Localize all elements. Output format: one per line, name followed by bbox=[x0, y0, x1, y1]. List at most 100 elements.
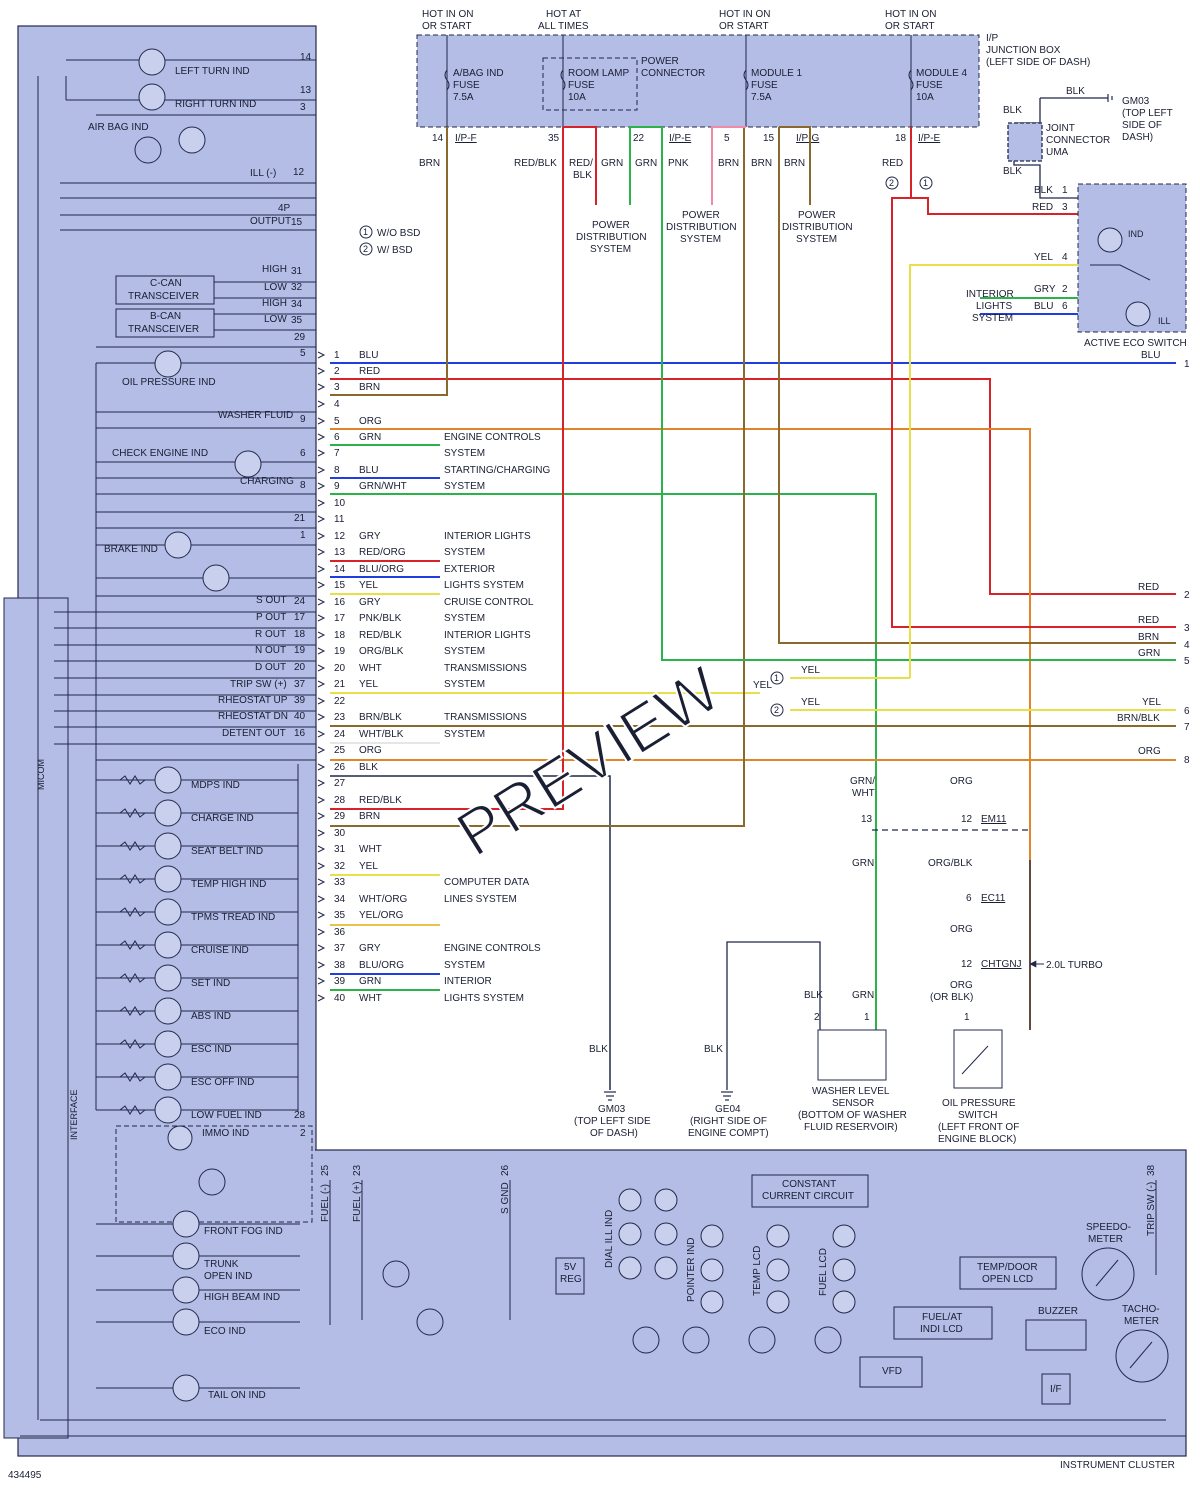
connector-system-note: LIGHTS SYSTEM bbox=[444, 993, 524, 1004]
svg-text:CHTGNJ: CHTGNJ bbox=[981, 959, 1022, 970]
svg-text:ORG: ORG bbox=[950, 980, 973, 991]
power-connector-label-1: POWER bbox=[641, 56, 679, 67]
connector-wire-color: WHT/ORG bbox=[359, 894, 408, 905]
driver-transistor-icon bbox=[632, 1326, 660, 1354]
connector-wire-color: BLU/ORG bbox=[359, 564, 404, 575]
immo-dashed-box bbox=[115, 1125, 313, 1223]
svg-text:FUEL (+): FUEL (+) bbox=[352, 1182, 363, 1222]
gm03-top-code: GM03 bbox=[1122, 96, 1150, 107]
connector-wire-color: GRN bbox=[359, 976, 381, 987]
svg-text:OR START: OR START bbox=[422, 21, 472, 32]
indicator-label: CRUISE IND bbox=[191, 945, 249, 956]
connector-pin-icon bbox=[317, 779, 326, 787]
lcd-led-icon bbox=[654, 1256, 678, 1280]
bsd-legend: 1 W/O BSD 2 W/ BSD bbox=[359, 225, 420, 256]
connector-pin-number: 12 bbox=[334, 531, 346, 542]
jb-pins: 14 I/P-F 35 22 I/P-E 5 15 I/P-G 18 I/P-E bbox=[432, 133, 941, 144]
connector-pin-number: 2 bbox=[334, 366, 340, 377]
svg-text:TRIP SW (-): TRIP SW (-) bbox=[1146, 1182, 1157, 1236]
indicator-led-icon bbox=[154, 931, 182, 959]
eco-ind-led-icon bbox=[1097, 227, 1123, 253]
svg-text:HOT IN ON: HOT IN ON bbox=[719, 9, 770, 20]
page-id: 434495 bbox=[8, 1470, 42, 1481]
svg-text:POWER: POWER bbox=[798, 210, 836, 221]
svg-text:BUZZER: BUZZER bbox=[1038, 1306, 1078, 1317]
connector-pin-number: 25 bbox=[334, 745, 346, 756]
connector-wire-color: WHT bbox=[359, 993, 382, 1004]
joint-connector-l3: UMA bbox=[1046, 147, 1069, 158]
connector-wire-color: GRN/WHT bbox=[359, 481, 407, 492]
svg-text:1: 1 bbox=[923, 178, 928, 188]
svg-text:BRN: BRN bbox=[419, 158, 440, 169]
indicator-label: CHARGE IND bbox=[191, 813, 254, 824]
svg-text:6: 6 bbox=[966, 893, 972, 904]
connector-pin-icon bbox=[317, 351, 326, 359]
indicator-label: ABS IND bbox=[191, 1011, 231, 1022]
component-label: R OUT bbox=[255, 629, 286, 640]
connector-pin-icon bbox=[317, 433, 326, 441]
connector-pin-number: 9 bbox=[334, 481, 340, 492]
svg-text:GRN: GRN bbox=[635, 158, 657, 169]
connector-wire-color: YEL bbox=[359, 679, 378, 690]
lcd-led-icon bbox=[766, 1224, 790, 1248]
indicator-label: LOW FUEL IND bbox=[191, 1110, 262, 1121]
component-label: HIGH bbox=[262, 264, 287, 275]
resistor-icon bbox=[119, 775, 146, 785]
resistor-icon bbox=[119, 808, 146, 818]
eco-ill-label: ILL bbox=[1158, 316, 1171, 326]
svg-text:YEL: YEL bbox=[753, 680, 772, 691]
component-pin: 1 bbox=[300, 530, 306, 541]
connector-pin-number: 35 bbox=[334, 910, 346, 921]
connector-wire-color: GRY bbox=[359, 943, 381, 954]
component-pin: 39 bbox=[294, 695, 306, 706]
svg-text:TEMP/DOOR: TEMP/DOOR bbox=[977, 1262, 1038, 1273]
connector-pin-number: 37 bbox=[334, 943, 346, 954]
gm03-top-l3: DASH) bbox=[1122, 132, 1153, 143]
component-label: BRAKE IND bbox=[104, 544, 158, 555]
svg-text:1: 1 bbox=[864, 1012, 870, 1023]
connector-pin-number: 4 bbox=[334, 399, 340, 410]
connector-pin-number: 29 bbox=[334, 811, 346, 822]
svg-text:7: 7 bbox=[1184, 722, 1190, 733]
connector-row: 30 bbox=[317, 828, 346, 839]
svg-text:HOT IN ON: HOT IN ON bbox=[885, 9, 936, 20]
svg-text:7.5A: 7.5A bbox=[751, 92, 772, 103]
svg-text:OPEN LCD: OPEN LCD bbox=[982, 1274, 1033, 1285]
indicator-label: ECO IND bbox=[204, 1326, 246, 1337]
indicator-led-icon bbox=[154, 898, 182, 926]
svg-text:4: 4 bbox=[1062, 252, 1068, 263]
connector-wire-color: PNK/BLK bbox=[359, 613, 402, 624]
connector-pin-icon bbox=[317, 400, 326, 408]
resistor-icon bbox=[119, 1006, 146, 1016]
svg-text:(TOP LEFT SIDE: (TOP LEFT SIDE bbox=[574, 1116, 651, 1127]
component-label: LOW bbox=[264, 282, 287, 293]
connector-pin-icon bbox=[317, 614, 326, 622]
connector-row: 4 bbox=[317, 399, 340, 410]
component-pin: 35 bbox=[291, 315, 303, 326]
svg-text:POWER: POWER bbox=[592, 220, 630, 231]
connector-system-note: INTERIOR LIGHTS bbox=[444, 531, 531, 542]
svg-text:HOT AT: HOT AT bbox=[546, 9, 581, 20]
connector-pin-icon bbox=[317, 763, 326, 771]
svg-text:TACHO-: TACHO- bbox=[1122, 1304, 1160, 1315]
component-label: LEFT TURN IND bbox=[175, 66, 250, 77]
lcd-led-icon bbox=[766, 1290, 790, 1314]
connector-pin-number: 38 bbox=[334, 960, 346, 971]
svg-text:EM11: EM11 bbox=[981, 814, 1007, 825]
connector-pin-icon bbox=[317, 482, 326, 490]
connector-system-note: COMPUTER DATA bbox=[444, 877, 530, 888]
c-can-l2: TRANSCEIVER bbox=[128, 291, 199, 302]
indicator-led-icon bbox=[154, 766, 182, 794]
indicator-label: MDPS IND bbox=[191, 780, 240, 791]
component-pin: 21 bbox=[294, 513, 306, 524]
svg-text:TEMP LCD: TEMP LCD bbox=[752, 1246, 763, 1296]
immo-transistor-icon bbox=[198, 1168, 226, 1196]
